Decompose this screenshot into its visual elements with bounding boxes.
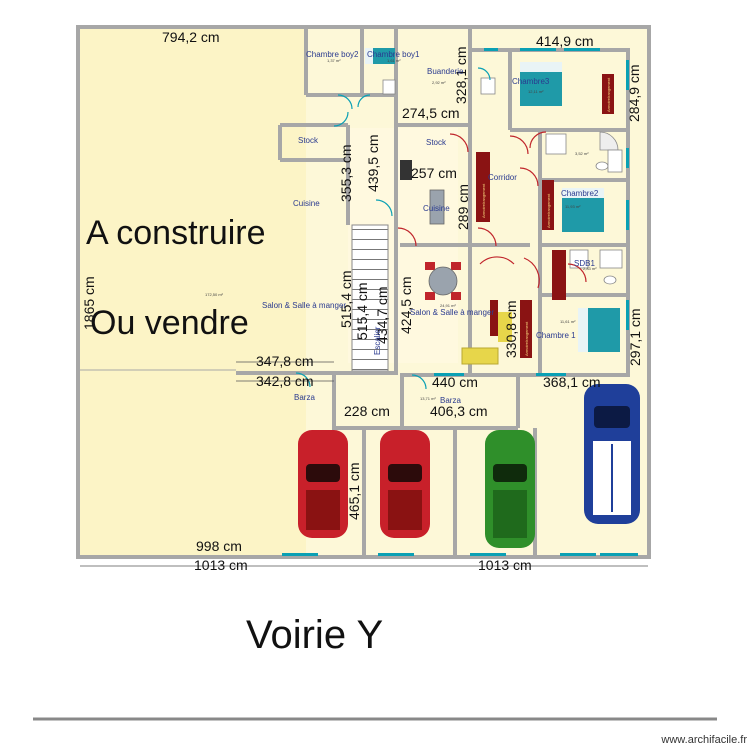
car-blue-pickup bbox=[584, 384, 640, 524]
room-chambre-boy2: Chambre boy2 bbox=[306, 50, 359, 59]
dim-1865: 1865 cm bbox=[81, 276, 97, 330]
dim-289: 289 cm bbox=[455, 184, 471, 230]
bathroom-fixtures bbox=[382, 77, 623, 285]
terrain-left bbox=[80, 28, 306, 556]
dim-515-b: 515,4 cm bbox=[354, 282, 370, 340]
dim-330: 330,8 cm bbox=[503, 300, 519, 358]
area-labels: 1,37 m² 1,61 m² 2,92 m² 12,11 m² 3,52 m²… bbox=[205, 58, 597, 401]
area-boy1: 1,61 m² bbox=[387, 58, 401, 63]
room-salon-mid: Salon & Salle à manger bbox=[410, 308, 494, 317]
area-buanderie: 2,92 m² bbox=[432, 80, 446, 85]
room-corridor: Corridor bbox=[488, 173, 517, 182]
dim-406: 406,3 cm bbox=[430, 403, 488, 419]
dim-424: 424,5 cm bbox=[398, 276, 414, 334]
dim-1013-left: 1013 cm bbox=[194, 557, 248, 573]
dim-top-right: 414,9 cm bbox=[536, 33, 594, 49]
room-buanderie: Buanderie bbox=[427, 67, 464, 76]
room-sdb1: SDB1 bbox=[574, 259, 595, 268]
label-ou-vendre: Ou vendre bbox=[90, 304, 249, 342]
dim-284: 284,9 cm bbox=[626, 64, 642, 122]
area-boy2: 1,37 m² bbox=[327, 58, 341, 63]
dim-434: 434,7 cm bbox=[374, 286, 390, 344]
dim-297: 297,1 cm bbox=[627, 308, 643, 366]
area-chambre2: 11,93 m² bbox=[565, 204, 581, 209]
area-main: 172,50 m² bbox=[205, 292, 224, 297]
room-chambre1: Chambre 1 bbox=[536, 331, 576, 340]
wardrobes: Armoire/rangement Armoire/rangement Armo… bbox=[476, 74, 614, 358]
room-cuisine-mid: Cuisine bbox=[423, 204, 450, 213]
area-barza: 13,71 m² bbox=[420, 396, 436, 401]
dim-257: 257 cm bbox=[411, 165, 457, 181]
dim-228: 228 cm bbox=[344, 403, 390, 419]
beds bbox=[365, 48, 620, 352]
credit-link[interactable]: www.archifacile.fr bbox=[661, 734, 747, 746]
dim-1013-right: 1013 cm bbox=[478, 557, 532, 573]
dim-347: 347,8 cm bbox=[256, 353, 314, 369]
dimension-lines bbox=[80, 361, 648, 567]
dim-440: 440 cm bbox=[432, 374, 478, 390]
wardrobe-chambre1-label: Armoire/rangement bbox=[524, 321, 529, 356]
room-chambre3: Chambre3 bbox=[512, 77, 550, 86]
room-barza-left: Barza bbox=[294, 393, 315, 402]
dim-355: 355,3 cm bbox=[338, 144, 354, 202]
dim-342: 342,8 cm bbox=[256, 373, 314, 389]
area-salon: 24,91 m² bbox=[440, 303, 456, 308]
dim-top-left: 794,2 cm bbox=[162, 29, 220, 45]
window-marks bbox=[282, 48, 638, 556]
car-red-2 bbox=[380, 430, 430, 538]
dim-998: 998 cm bbox=[196, 538, 242, 554]
dim-328: 328,1 cm bbox=[453, 46, 469, 104]
dining-table bbox=[425, 262, 461, 300]
area-chambre3: 12,11 m² bbox=[528, 89, 544, 94]
room-chambre2: Chambre2 bbox=[561, 189, 599, 198]
dim-515-a: 515,4 cm bbox=[338, 270, 354, 328]
room-chambre-boy1: Chambre boy1 bbox=[367, 50, 420, 59]
room-barza-mid: Barza bbox=[440, 396, 461, 405]
dimension-labels: 794,2 cm 414,9 cm 328,1 cm 274,5 cm 284,… bbox=[81, 29, 643, 573]
dim-274: 274,5 cm bbox=[402, 105, 460, 121]
dim-465: 465,1 cm bbox=[346, 462, 362, 520]
room-stock-left: Stock bbox=[298, 136, 319, 145]
dim-439: 439,5 cm bbox=[365, 134, 381, 192]
sofa bbox=[461, 347, 499, 365]
car-red-1 bbox=[298, 430, 348, 538]
room-cuisine-left: Cuisine bbox=[293, 199, 320, 208]
doors bbox=[295, 67, 587, 390]
room-escalier: Escalier bbox=[373, 326, 382, 355]
area-chambre1: 11,61 m² bbox=[560, 319, 576, 324]
room-salon-left: Salon & Salle à manger bbox=[262, 301, 346, 310]
label-a-construire: A construire bbox=[86, 214, 266, 252]
area-sdb1: 2,83 m² bbox=[583, 266, 597, 271]
area-sdb-top: 3,52 m² bbox=[575, 151, 589, 156]
room-labels: Chambre boy2 Chambre boy1 Buanderie Cham… bbox=[262, 50, 599, 405]
wardrobe-chambre2-label: Armoire/rangement bbox=[546, 193, 551, 228]
car-green bbox=[485, 430, 535, 548]
wardrobe-corridor-label: Armoire/rangement bbox=[481, 183, 486, 218]
label-voirie: Voirie Y bbox=[246, 613, 383, 657]
room-stock-mid: Stock bbox=[426, 138, 447, 147]
wardrobe-chambre3-label: Armoire/rangement bbox=[606, 77, 611, 112]
dim-368: 368,1 cm bbox=[543, 374, 601, 390]
